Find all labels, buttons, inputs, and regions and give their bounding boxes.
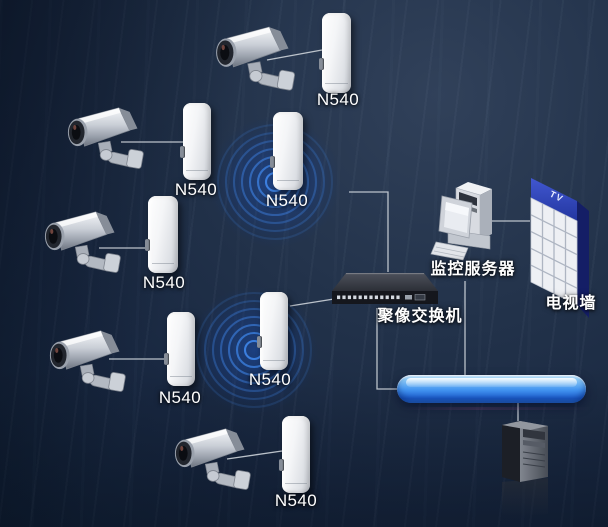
switch-label: 聚像交换机 — [377, 308, 463, 325]
wireless-bridge-device — [257, 292, 288, 370]
monitoring-server-icon — [430, 182, 492, 261]
bridge-port — [270, 155, 275, 168]
wireless-bridge-device — [180, 103, 211, 180]
bridge-label: N540 — [248, 370, 292, 389]
line-bridge6-switch — [349, 191, 389, 272]
tv-wall-label: 电视墙 — [545, 295, 597, 312]
wireless-bridge-device — [145, 196, 178, 273]
blue-bar-graphic — [397, 375, 586, 403]
bridge-label: N540 — [174, 180, 218, 199]
wireless-bridge-device — [164, 312, 195, 386]
tower-reflection — [502, 478, 548, 518]
bridge-port — [180, 146, 185, 159]
network-switch-icon — [332, 273, 438, 304]
bridge-label: N540 — [316, 90, 360, 109]
bar-shine — [406, 378, 577, 387]
bridge-label: N540 — [265, 191, 309, 210]
server-tower-icon — [502, 421, 548, 518]
cctv-camera-icon — [174, 428, 252, 491]
server-label: 监控服务器 — [430, 261, 516, 278]
cctv-camera-icon — [44, 211, 122, 274]
cctv-camera-icon — [67, 107, 145, 170]
bridge-port — [145, 239, 150, 252]
wireless-bridge-device — [319, 13, 351, 93]
bridge-port — [319, 57, 324, 70]
bar-reflection — [400, 407, 592, 410]
cctv-camera-icon — [49, 330, 127, 393]
bridge-label: N540 — [274, 491, 318, 510]
bridge-port — [257, 335, 262, 348]
wireless-bridge-device — [279, 416, 310, 493]
cctv-camera-icon — [215, 26, 296, 92]
bridge-port — [164, 353, 169, 366]
bridge-label: N540 — [142, 273, 186, 292]
bridge-label: N540 — [158, 388, 202, 407]
bridge-port — [279, 459, 284, 472]
wireless-bridge-device — [270, 112, 303, 190]
